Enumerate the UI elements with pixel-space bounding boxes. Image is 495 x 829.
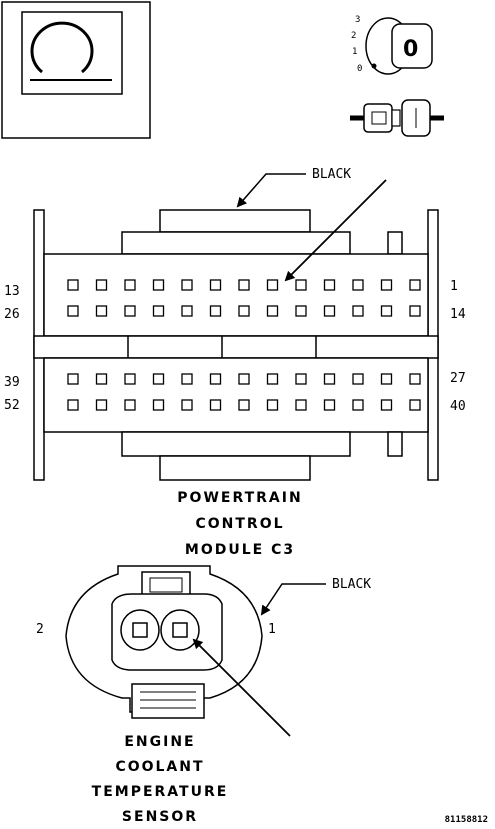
pcm-pin-cavity xyxy=(124,305,136,317)
pcm-pin-cavity xyxy=(124,279,136,291)
svg-text:MODULE C3: MODULE C3 xyxy=(185,542,295,558)
ect-title: ENGINE COOLANT TEMPERATURE SENSOR xyxy=(92,734,229,825)
pcm-pin-cavity xyxy=(380,399,393,411)
pcm-pin-cavity xyxy=(152,279,165,291)
pcm-pin-grid xyxy=(67,279,421,411)
svg-text:POWERTRAIN: POWERTRAIN xyxy=(177,490,302,506)
pcm-pin-cavity xyxy=(238,279,250,291)
pcm-pin-cavity xyxy=(95,373,108,385)
pcm-color-callout: BLACK xyxy=(236,167,351,208)
pcm-pin-27-label: 27 xyxy=(450,371,466,386)
svg-text:CONTROL: CONTROL xyxy=(195,516,284,532)
pcm-pin-cavity xyxy=(67,279,79,291)
pcm-pin-cavity xyxy=(266,373,279,385)
pcm-pin-cavity xyxy=(95,399,108,411)
ect-pin-1-label: 1 xyxy=(268,622,276,637)
pcm-title: POWERTRAIN CONTROL MODULE C3 xyxy=(177,490,302,558)
ignition-pos-0: 0 xyxy=(357,64,362,74)
pcm-pin-cavity xyxy=(409,305,421,317)
pcm-pin-cavity xyxy=(152,399,165,411)
pcm-pin-52-label: 52 xyxy=(4,398,20,413)
pcm-pin-cavity xyxy=(124,399,136,411)
pcm-pin-cavity xyxy=(352,279,364,291)
svg-text:TEMPERATURE: TEMPERATURE xyxy=(92,784,229,800)
pcm-pin-26-label: 26 xyxy=(4,307,20,322)
figure-id: 81158812 xyxy=(445,815,488,825)
ect-pin-pointer-arrow xyxy=(192,638,291,737)
svg-text:ENGINE: ENGINE xyxy=(124,734,195,750)
pcm-pin-cavity xyxy=(238,399,250,411)
svg-text:COOLANT: COOLANT xyxy=(115,759,204,775)
pcm-pin-cavity xyxy=(295,373,307,385)
pcm-pin-cavity xyxy=(95,305,108,317)
pcm-pin-cavity xyxy=(380,279,393,291)
pcm-pin-cavity xyxy=(67,305,79,317)
disconnected-connector-icon xyxy=(350,99,444,137)
ect-pin-2 xyxy=(132,622,148,638)
pcm-pin-cavity xyxy=(266,399,279,411)
pcm-pin-cavity xyxy=(352,373,364,385)
pcm-pin-cavity xyxy=(209,305,222,317)
pcm-pin-cavity xyxy=(181,373,193,385)
pcm-pin-cavity xyxy=(266,279,279,291)
pcm-pin-cavity xyxy=(409,279,421,291)
ect-pin-1 xyxy=(172,622,188,638)
pcm-color-label: BLACK xyxy=(312,167,351,182)
pcm-pin-cavity xyxy=(238,305,250,317)
pcm-pin-cavity xyxy=(295,279,307,291)
pcm-pin-cavity xyxy=(181,305,193,317)
pcm-pin-cavity xyxy=(380,373,393,385)
pcm-pin-cavity xyxy=(352,399,364,411)
pcm-pin-1-label: 1 xyxy=(450,279,458,294)
pcm-pin-cavity xyxy=(95,279,108,291)
pcm-pin-cavity xyxy=(181,399,193,411)
pcm-pin-cavity xyxy=(209,399,222,411)
pcm-pin-cavity xyxy=(209,373,222,385)
symbol-box xyxy=(1,1,151,139)
pcm-pin-14-label: 14 xyxy=(450,307,466,322)
pcm-pin-cavity xyxy=(323,373,336,385)
pcm-connector xyxy=(33,209,439,481)
ignition-key-icon: 3 2 1 0 0 xyxy=(351,15,433,75)
pcm-pin-cavity xyxy=(238,373,250,385)
ignition-pos-3: 3 xyxy=(355,15,360,25)
pcm-pin-cavity xyxy=(409,373,421,385)
pcm-pin-cavity xyxy=(67,373,79,385)
omega-icon xyxy=(30,21,112,81)
pcm-pin-40-label: 40 xyxy=(450,399,466,414)
pcm-pin-cavity xyxy=(323,279,336,291)
pcm-pin-cavity xyxy=(323,399,336,411)
pcm-pin-cavity xyxy=(67,399,79,411)
pcm-pin-cavity xyxy=(124,373,136,385)
pcm-pin-cavity xyxy=(380,305,393,317)
pcm-pin-cavity xyxy=(181,279,193,291)
pcm-pin-39-label: 39 xyxy=(4,375,20,390)
key-label: 0 xyxy=(403,37,418,62)
ignition-pos-1: 1 xyxy=(352,47,357,57)
pcm-pin-cavity xyxy=(266,305,279,317)
ect-pin-2-label: 2 xyxy=(36,622,44,637)
pcm-pin-pointer-arrow xyxy=(284,179,387,282)
ect-color-callout: BLACK xyxy=(260,577,371,616)
pcm-pin-cavity xyxy=(409,399,421,411)
pcm-pin-cavity xyxy=(152,373,165,385)
pcm-pin-13-label: 13 xyxy=(4,284,20,299)
ect-connector xyxy=(65,565,263,719)
svg-text:SENSOR: SENSOR xyxy=(122,809,198,825)
pcm-pin-cavity xyxy=(323,305,336,317)
pcm-pin-cavity xyxy=(352,305,364,317)
pcm-pin-cavity xyxy=(152,305,165,317)
pcm-pin-cavity xyxy=(295,399,307,411)
ect-color-label: BLACK xyxy=(332,577,371,592)
pcm-pin-cavity xyxy=(295,305,307,317)
ignition-pos-2: 2 xyxy=(351,31,356,41)
pcm-pin-cavity xyxy=(209,279,222,291)
